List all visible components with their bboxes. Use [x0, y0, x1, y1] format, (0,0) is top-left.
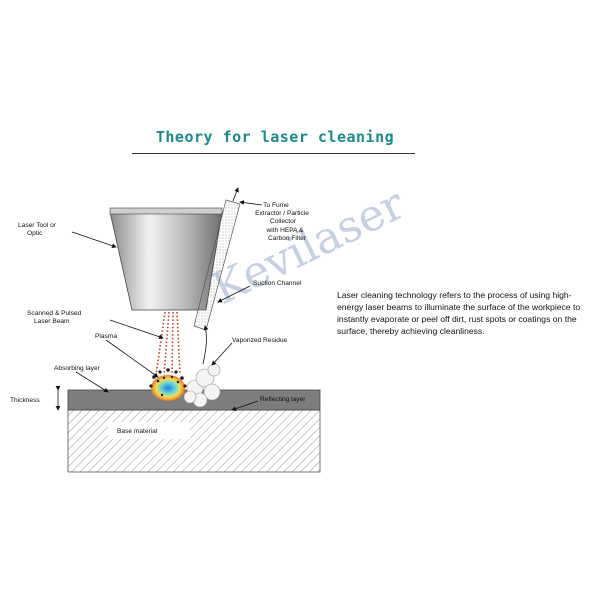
label-fume-line2: Extractor / Particle — [255, 210, 309, 217]
label-scanned-line2: Laser Beam — [34, 318, 70, 325]
label-fume-line5: Carbon Filter — [268, 235, 307, 242]
page-title: Theory for laser cleaning — [155, 128, 395, 146]
base-material-label-box — [108, 422, 190, 439]
suction-leader — [217, 285, 251, 303]
fume-arrow — [232, 187, 239, 202]
label-suction: Suction Channel — [253, 280, 302, 287]
plasma-burst — [149, 368, 187, 401]
reflecting-leader — [231, 400, 259, 411]
laser-beam — [155, 311, 181, 376]
fume-leader — [239, 200, 263, 206]
label-thickness: Thickness — [10, 397, 40, 404]
label-laser-tool-line1: Laser Tool or — [18, 222, 57, 229]
laser-tool-leader — [71, 231, 117, 248]
vaporized-leader — [211, 342, 233, 366]
label-absorbing: Absorbing layer — [54, 365, 101, 372]
label-fume-line4: with HEPA & — [266, 227, 304, 234]
label-scanned-line1: Scanned & Pulsed — [27, 310, 82, 317]
label-plasma: Plasma — [95, 333, 117, 340]
label-laser-tool-line2: Optic — [27, 230, 43, 237]
cone-top-rim — [109, 207, 223, 215]
label-fume-line1: To Fume — [263, 202, 289, 209]
plasma-leader — [105, 339, 159, 378]
label-fume-line3: Collector — [270, 218, 297, 225]
title-underline — [132, 153, 415, 154]
base-material — [67, 409, 321, 473]
label-base-material: Base material — [117, 428, 158, 435]
vaporized-residue-cloud — [183, 363, 221, 408]
scanned-beam-leader — [109, 319, 164, 339]
absorbing-leader — [75, 371, 109, 393]
description-text: Laser cleaning technology refers to the … — [337, 290, 581, 336]
label-vaporized: Vaporized Residue — [232, 337, 288, 344]
label-reflecting: Reflecting layer — [260, 396, 306, 403]
suction-flow-arrow — [202, 325, 209, 365]
